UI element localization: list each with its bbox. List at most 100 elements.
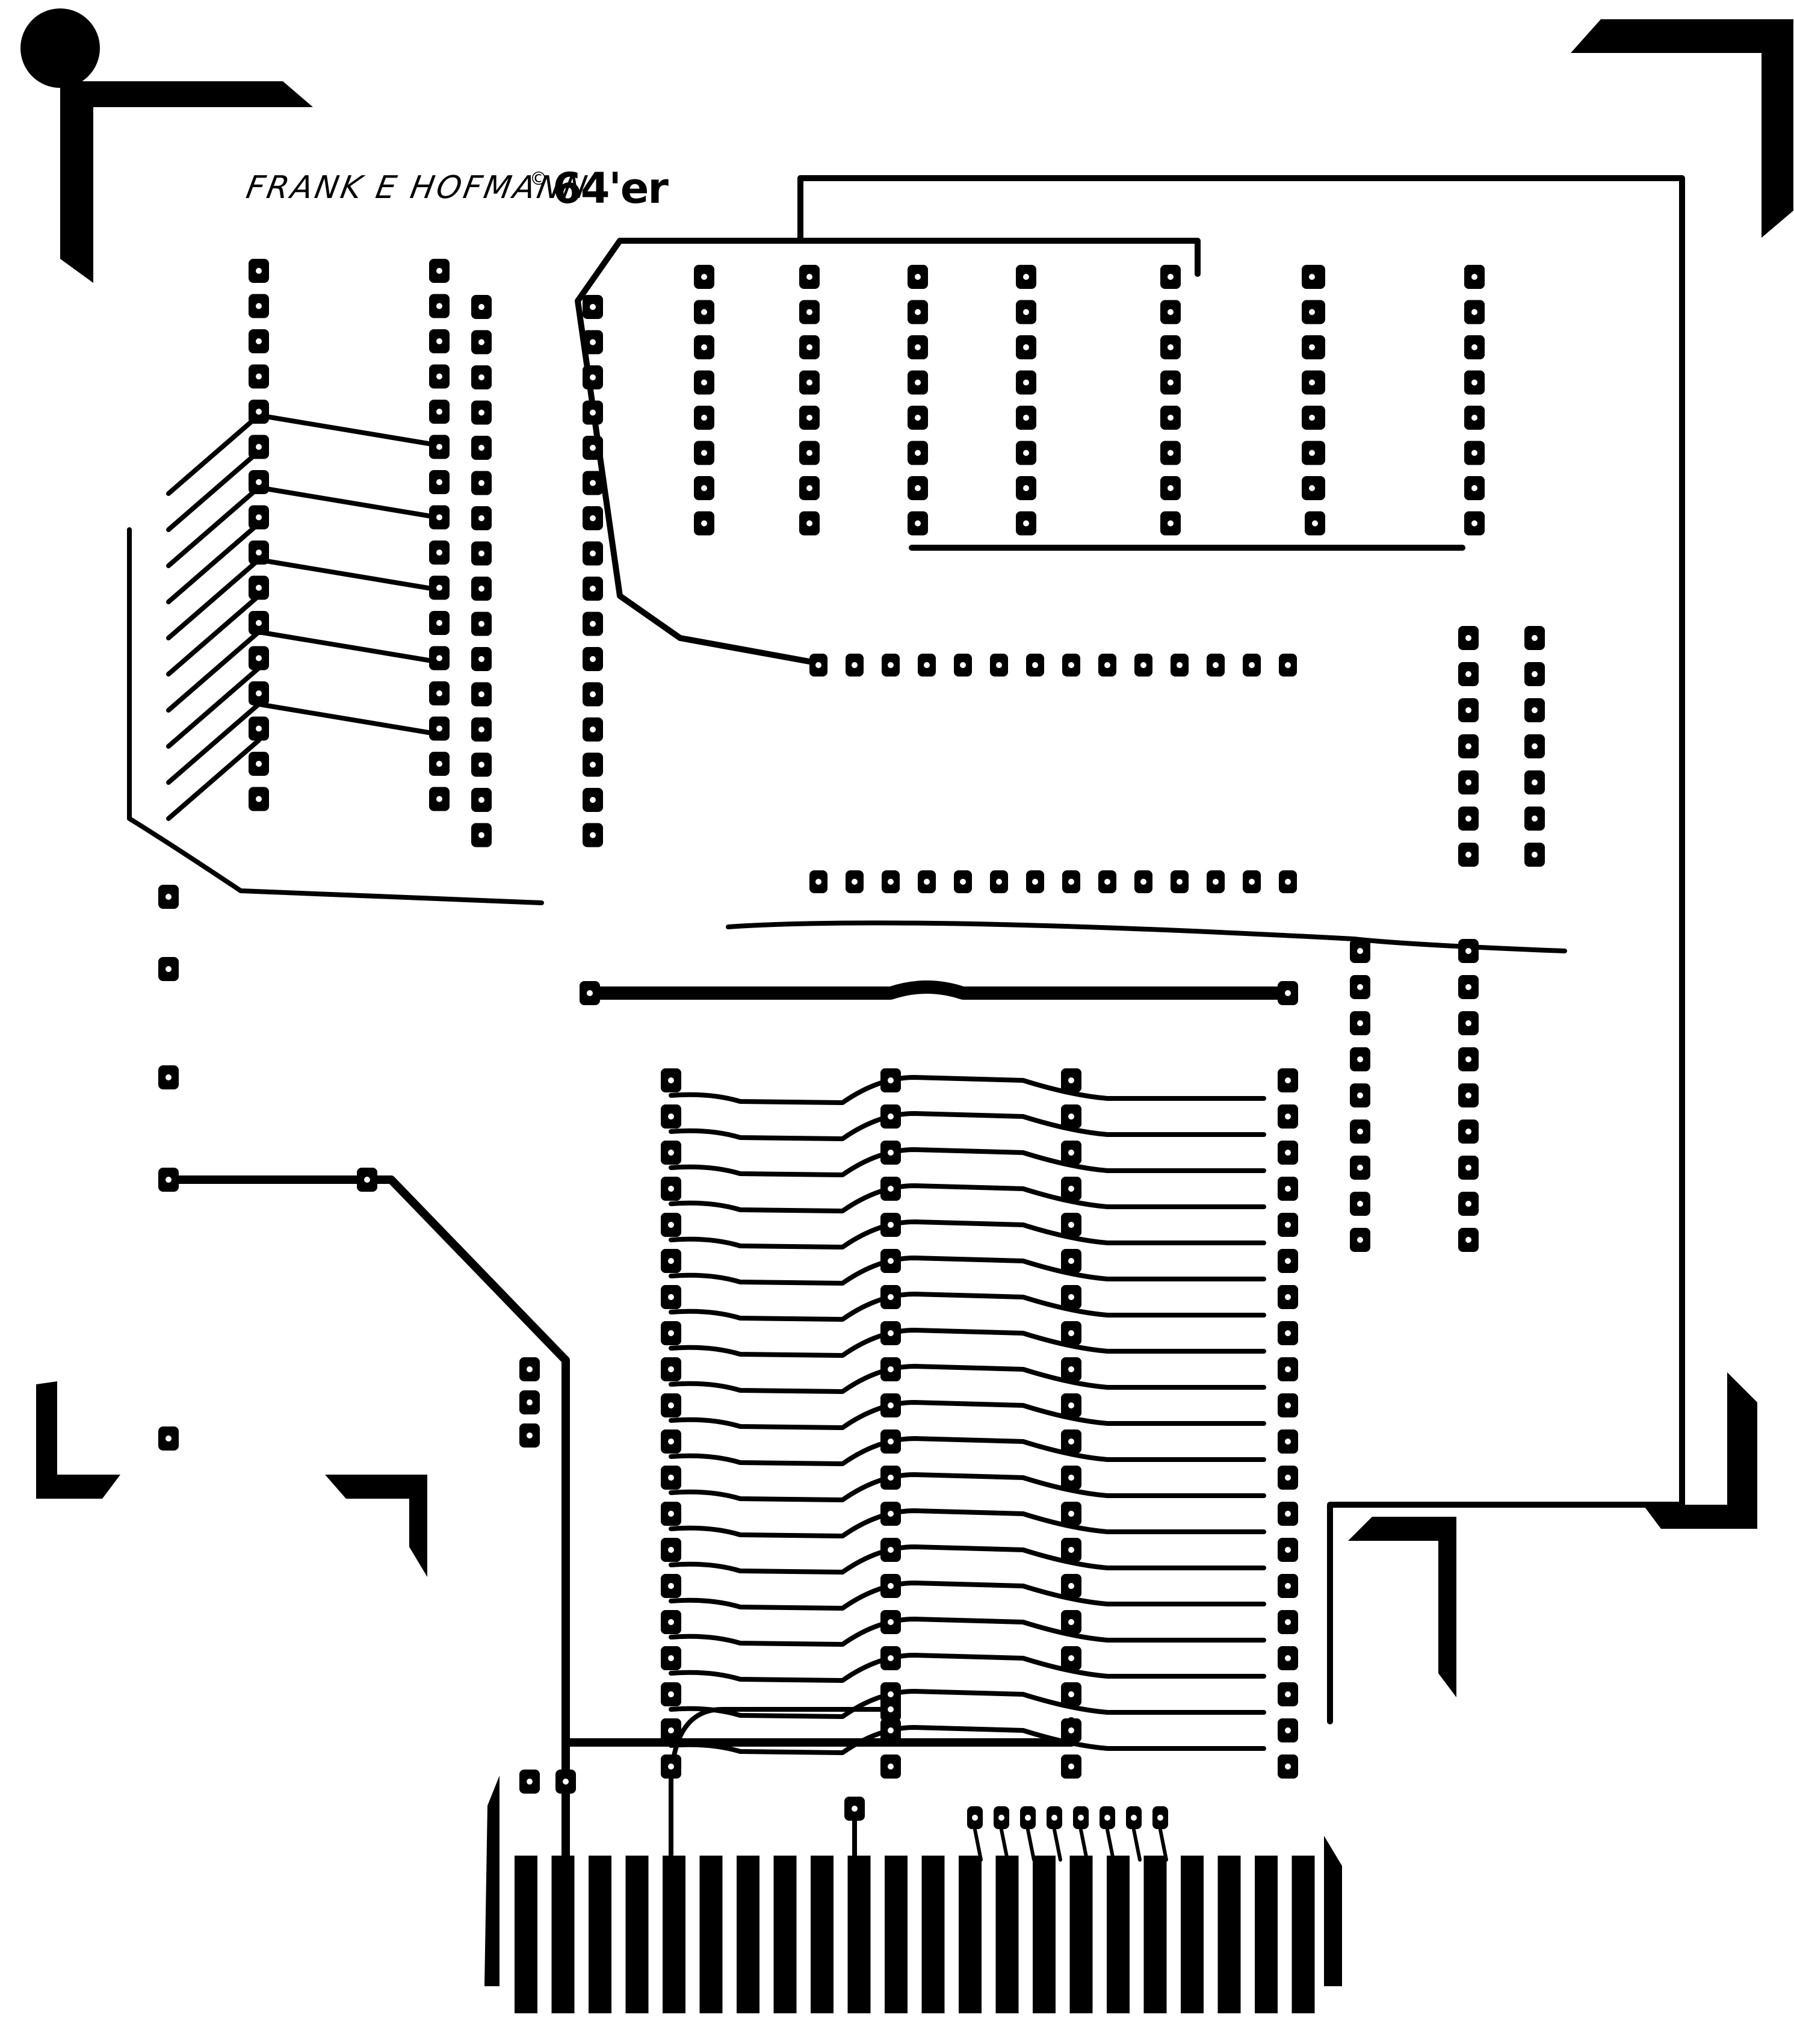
drill-hole — [590, 480, 596, 486]
pads — [158, 259, 1545, 1829]
drill-hole — [478, 445, 484, 451]
drill-hole — [1068, 662, 1074, 668]
drill-hole — [888, 1655, 894, 1661]
connector-finger — [1181, 1856, 1204, 2013]
trace — [166, 666, 261, 749]
drill-hole — [1465, 1237, 1471, 1243]
drill-hole — [806, 415, 812, 421]
drill-hole — [852, 1806, 858, 1812]
drill-hole — [1068, 1511, 1074, 1517]
drill-hole — [1168, 450, 1174, 456]
drill-hole — [478, 621, 484, 627]
drill-hole — [888, 879, 894, 885]
drill-hole — [1532, 779, 1538, 785]
drill-hole — [1068, 1655, 1074, 1661]
trace — [669, 1292, 1266, 1322]
connector-finger — [773, 1856, 797, 2013]
drill-hole — [1465, 948, 1471, 954]
drill-hole — [888, 1547, 894, 1553]
drill-hole — [701, 485, 707, 491]
drill-hole — [256, 268, 262, 274]
drill-hole — [1068, 879, 1074, 885]
drill-hole — [806, 485, 812, 491]
trace — [166, 738, 261, 821]
drill-hole — [1285, 1113, 1291, 1120]
drill-hole — [436, 725, 442, 732]
drill-hole — [436, 796, 442, 802]
drill-hole — [1465, 1020, 1471, 1026]
drill-hole — [668, 1366, 674, 1372]
trace — [669, 1075, 1266, 1105]
drill-hole — [1213, 879, 1219, 885]
trace — [669, 1111, 1266, 1141]
registration-mark — [1348, 1517, 1456, 1697]
drill-hole — [1285, 1150, 1291, 1156]
drill-hole — [888, 1186, 894, 1192]
drill-hole — [668, 1439, 674, 1445]
drill-hole — [436, 761, 442, 767]
trace — [575, 238, 815, 665]
trace — [256, 485, 442, 520]
drill-hole — [1168, 415, 1174, 421]
drill-hole — [668, 1077, 674, 1083]
drill-hole — [1285, 1222, 1291, 1228]
drill-hole — [1465, 984, 1471, 990]
drill-hole — [1285, 1727, 1291, 1733]
drill-hole — [478, 304, 484, 310]
trace — [256, 630, 442, 664]
drill-hole — [1532, 671, 1538, 677]
drill-hole — [924, 662, 930, 668]
drill-hole — [478, 374, 484, 380]
drill-hole — [888, 1619, 894, 1625]
drill-hole — [256, 303, 262, 309]
drill-hole — [996, 879, 1002, 885]
drill-hole — [1157, 1815, 1163, 1821]
trace — [669, 1617, 1266, 1647]
trace — [1000, 1828, 1009, 1862]
drill-hole — [888, 1475, 894, 1481]
drill-hole — [1285, 1186, 1291, 1192]
drill-hole — [590, 304, 596, 310]
drill-hole — [915, 450, 921, 456]
drill-hole — [1285, 1366, 1291, 1372]
drill-hole — [1068, 1366, 1074, 1372]
drill-hole — [1309, 344, 1315, 350]
drill-hole — [888, 1706, 894, 1712]
drill-hole — [1168, 344, 1174, 350]
drill-hole — [256, 690, 262, 696]
drill-hole — [1068, 1186, 1074, 1192]
drill-hole — [1068, 1150, 1074, 1156]
drill-hole — [1068, 1691, 1074, 1697]
drill-hole — [960, 879, 966, 885]
drill-hole — [1357, 1201, 1363, 1207]
drill-hole — [668, 1294, 674, 1300]
drill-hole — [1285, 1655, 1291, 1661]
trace — [1106, 1828, 1115, 1862]
drill-hole — [1068, 1258, 1074, 1264]
drill-hole — [1309, 379, 1315, 386]
drill-hole — [888, 1583, 894, 1589]
drill-hole — [1357, 1237, 1363, 1243]
drill-hole — [1285, 1583, 1291, 1589]
connector-finger — [1033, 1856, 1056, 2013]
connector-finger — [885, 1856, 908, 2013]
connector-finger — [811, 1856, 834, 2013]
drill-hole — [436, 584, 442, 591]
drill-hole — [587, 990, 593, 996]
drill-hole — [436, 620, 442, 626]
drill-hole — [668, 1583, 674, 1589]
drill-hole — [1285, 1330, 1291, 1336]
drill-hole — [590, 691, 596, 698]
drill-hole — [1068, 1113, 1074, 1120]
connector-finger — [921, 1856, 945, 2013]
drill-hole — [590, 339, 596, 345]
drill-hole — [1357, 1020, 1363, 1026]
trace — [669, 1544, 1266, 1575]
drill-hole — [436, 479, 442, 485]
drill-hole — [436, 268, 442, 274]
drill-hole — [668, 1402, 674, 1408]
drill-hole — [1532, 743, 1538, 749]
drill-hole — [1032, 662, 1038, 668]
drill-hole — [1357, 1129, 1363, 1135]
drill-hole — [915, 415, 921, 421]
